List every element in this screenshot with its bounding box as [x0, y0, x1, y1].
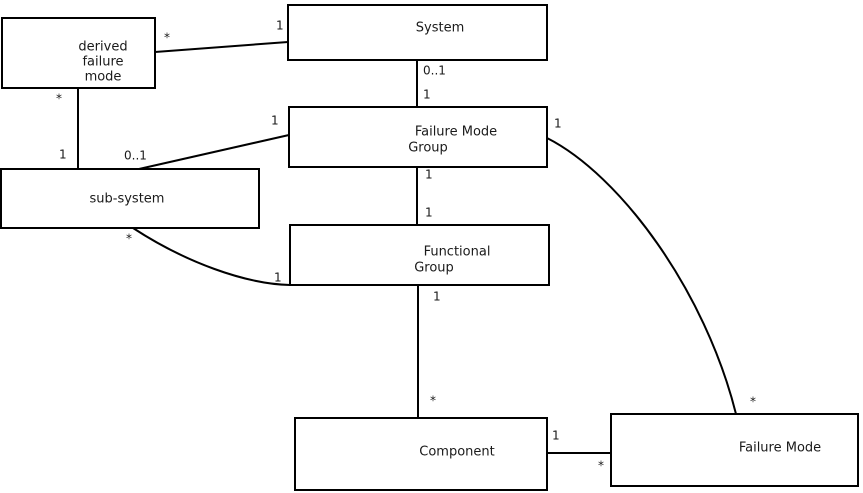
multiplicity-dfm-system-star: *	[164, 31, 170, 45]
multiplicity-fm-fmg-star: *	[750, 395, 756, 409]
class-label-failure-mode-group-line1: Failure Mode	[415, 125, 497, 140]
class-box-rect-sub-system[interactable]	[0, 168, 260, 229]
class-box-rect-functional-group[interactable]	[289, 224, 550, 286]
class-box-rect-derived-failure-mode[interactable]	[1, 17, 156, 89]
multiplicity-fg-component-one: 1	[433, 290, 441, 304]
class-label-derived-failure-mode-line2: failure	[82, 55, 123, 70]
multiplicity-fmg-fg-one: 1	[425, 168, 433, 182]
class-label-functional-group-line2: Group	[414, 261, 454, 276]
class-label-failure-mode: Failure Mode	[739, 441, 821, 456]
multiplicity-fmg-system-one: 1	[423, 88, 431, 102]
class-box-derived-failure-mode[interactable]: derived failure mode	[1, 17, 156, 89]
class-label-derived-failure-mode-line1: derived	[78, 40, 127, 55]
association-lines	[77, 41, 737, 454]
multiplicity-fm-component-star: *	[598, 459, 604, 473]
multiplicity-system-dfm-one: 1	[276, 19, 284, 33]
multiplicity-subsystem-dfm-one: 1	[59, 148, 67, 162]
multiplicity-fg-subsystem-one: 1	[274, 271, 282, 285]
association-failure-mode-group-to-failure-mode[interactable]	[546, 137, 737, 415]
class-box-system[interactable]: System	[287, 4, 548, 61]
multiplicity-subsystem-fg-star: *	[126, 232, 132, 246]
class-box-component[interactable]: Component	[294, 417, 548, 491]
class-box-sub-system[interactable]: sub-system	[0, 168, 260, 229]
class-label-failure-mode-group-line2: Group	[408, 141, 448, 156]
class-box-functional-group[interactable]: Functional Group	[289, 224, 550, 286]
class-box-rect-component[interactable]	[294, 417, 548, 491]
multiplicity-subsystem-fmg-zeroone: 0..1	[124, 149, 147, 163]
class-box-failure-mode-group[interactable]: Failure Mode Group	[288, 106, 548, 168]
multiplicity-system-fmg-zeroone: 0..1	[423, 64, 446, 78]
multiplicity-dfm-subsystem-star: *	[56, 92, 62, 106]
class-label-functional-group-line1: Functional	[424, 245, 491, 260]
association-sub-system-to-functional-group[interactable]	[132, 227, 291, 286]
class-box-failure-mode[interactable]: Failure Mode	[610, 413, 859, 487]
multiplicity-fmg-fm-one: 1	[554, 117, 562, 131]
class-box-rect-failure-mode-group[interactable]	[288, 106, 548, 168]
class-label-derived-failure-mode-line3: mode	[85, 70, 122, 85]
multiplicity-fg-fmg-one: 1	[425, 206, 433, 220]
multiplicity-component-fm-one: 1	[552, 429, 560, 443]
class-label-sub-system: sub-system	[90, 192, 165, 207]
class-box-rect-system[interactable]	[287, 4, 548, 61]
multiplicity-labels: * 1 * 1 0..1 1 0..1 1 1 1 1 * * 1 1 * 1 …	[56, 19, 756, 473]
association-sub-system-to-failure-mode-group[interactable]	[138, 134, 290, 170]
class-label-system: System	[416, 21, 464, 36]
multiplicity-fmg-subsystem-one: 1	[271, 114, 279, 128]
class-label-component: Component	[419, 445, 494, 460]
multiplicity-component-fg-star: *	[430, 394, 436, 408]
association-derived-failure-mode-to-system[interactable]	[154, 41, 289, 53]
class-box-rect-failure-mode[interactable]	[610, 413, 859, 487]
